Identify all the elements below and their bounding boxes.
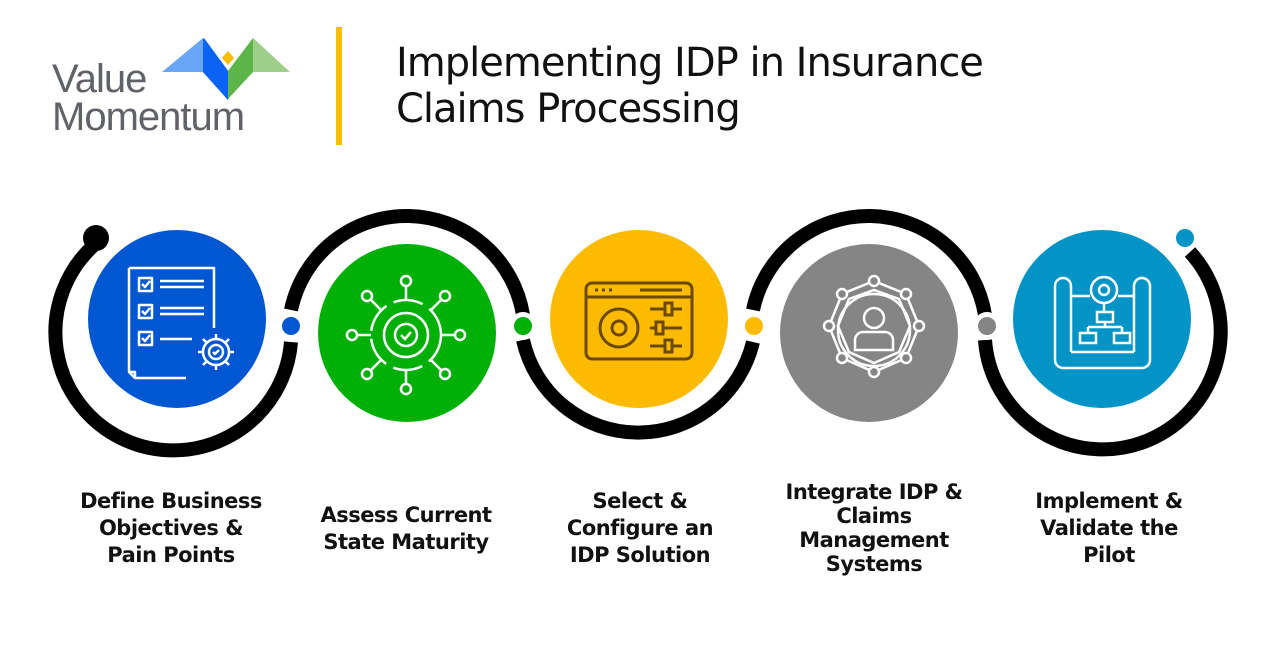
step-3-circle <box>550 230 728 408</box>
flow-arc-5 <box>978 247 1228 457</box>
blueprint-gear-icon <box>1053 275 1152 370</box>
step-3-label: Select & Configure an IDP Solution <box>530 488 750 569</box>
page-title-line-2: Claims Processing <box>396 86 741 132</box>
step-5-label-line: Implement & <box>1035 489 1183 513</box>
step-2-label-line: Assess Current <box>320 503 492 527</box>
checklist-gear-icon <box>127 266 234 380</box>
flow-path <box>48 209 1228 458</box>
header-divider <box>336 27 342 145</box>
end-dot-fill <box>1176 229 1194 247</box>
flow-arc-2 <box>284 209 530 317</box>
step-3-label-line: Configure an <box>566 516 714 540</box>
step-4-label-line: Claims <box>836 504 912 528</box>
step-3-label-line: Select & <box>592 489 688 513</box>
logo-mark-icon <box>162 38 290 100</box>
browser-settings-icon <box>584 281 694 361</box>
step-1-circle <box>88 230 266 408</box>
flow-arc-4 <box>746 209 992 317</box>
connector-dot-1-fill <box>282 317 300 335</box>
step-5-label: Implement & Validate the Pilot <box>999 488 1219 569</box>
step-3-label-line: IDP Solution <box>569 543 711 567</box>
step-1-label-line: Objectives & <box>98 516 244 540</box>
logo-text-value: Value <box>52 57 147 101</box>
connector-dot-4-fill <box>978 317 996 335</box>
connector-dot-3-fill <box>745 317 763 335</box>
step-1-label: Define Business Objectives & Pain Points <box>61 488 281 569</box>
step-5-label-line: Validate the <box>1040 516 1178 540</box>
user-network-icon <box>822 274 926 379</box>
logo-text-momentum: Momentum <box>52 95 245 139</box>
step-4-label-line: Integrate IDP & <box>785 480 963 504</box>
page-title: Implementing IDP in Insurance Claims Pro… <box>396 40 984 132</box>
step-5-circle <box>1013 230 1191 408</box>
network-gear-check-icon <box>345 274 467 396</box>
connector-dot-2-fill <box>514 317 532 335</box>
step-4-label-line: Management <box>799 528 949 552</box>
step-5-label-line: Pilot <box>1083 543 1135 567</box>
page-title-line-1: Implementing IDP in Insurance <box>396 40 984 86</box>
step-4-label: Integrate IDP & Claims Management System… <box>764 480 984 576</box>
step-1-label-line: Pain Points <box>107 543 235 567</box>
value-momentum-logo: Value Momentum <box>52 38 302 138</box>
step-2-label-line: State Maturity <box>323 530 489 554</box>
flow-arc-3 <box>516 338 760 440</box>
step-4-label-line: Systems <box>825 552 923 576</box>
flow-arc-1 <box>48 240 298 458</box>
start-dot <box>83 225 109 251</box>
step-1-label-line: Define Business <box>80 489 262 513</box>
step-2-label: Assess Current State Maturity <box>296 502 516 556</box>
step-2-circle <box>318 244 496 422</box>
